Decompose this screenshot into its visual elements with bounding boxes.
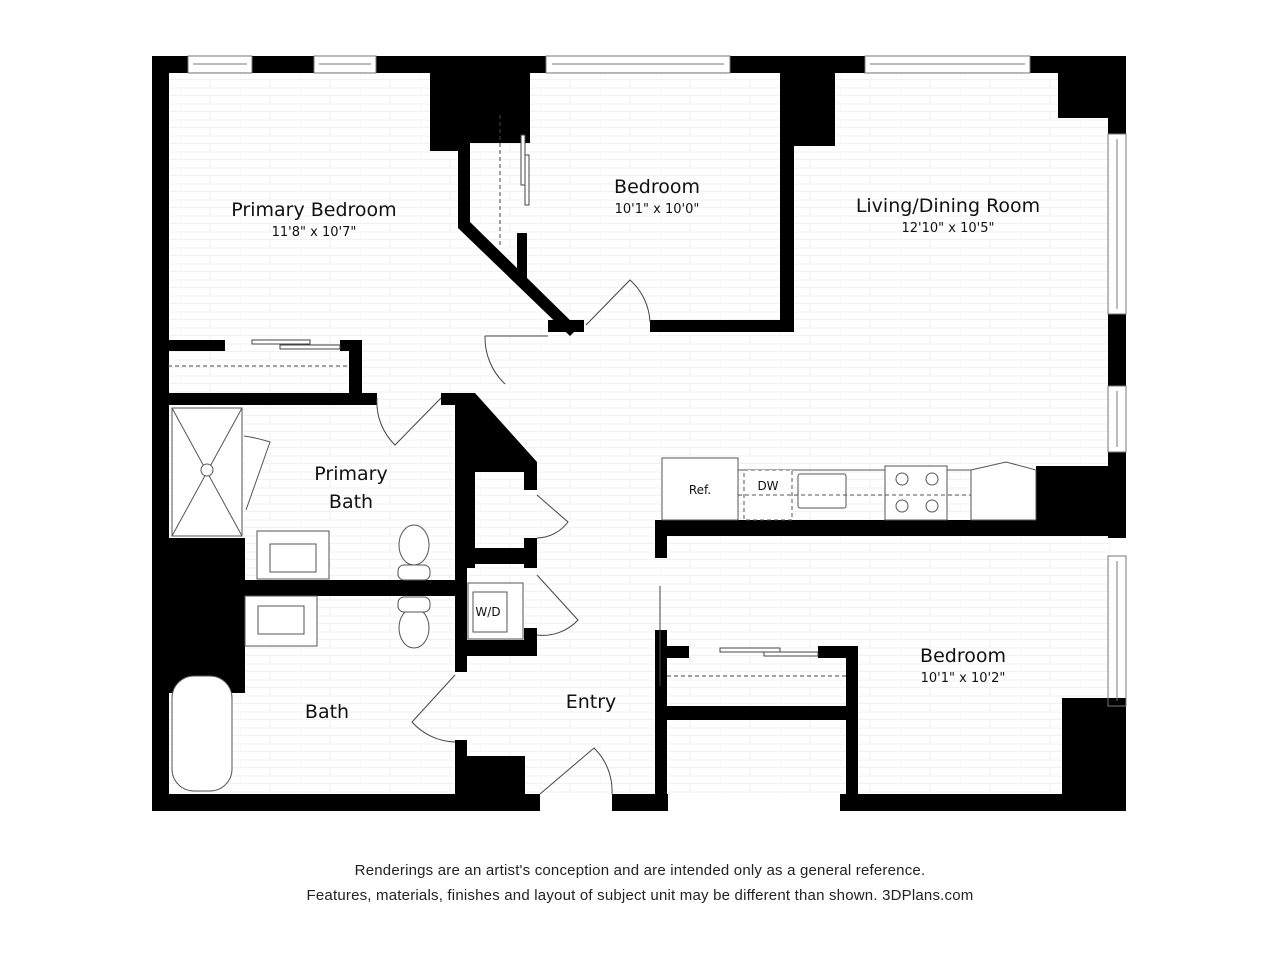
room-name: Bath bbox=[304, 701, 350, 723]
washer-dryer-label: W/D bbox=[475, 605, 501, 619]
room-name: Primary Bedroom bbox=[231, 199, 397, 221]
disclaimer-line2: Features, materials, finishes and layout… bbox=[306, 887, 974, 904]
kitchen bbox=[661, 457, 1037, 521]
bath-fixtures bbox=[171, 407, 524, 792]
room-bath: Bath bbox=[305, 700, 349, 724]
disclaimer-line1: Renderings are an artist's conception an… bbox=[354, 862, 926, 879]
room-primary-bedroom: Primary Bedroom 11'8" x 10'7" bbox=[231, 198, 396, 242]
room-dimensions: 12'10" x 10'5" bbox=[901, 221, 995, 236]
room-entry: Entry bbox=[566, 690, 617, 714]
room-name-line1: Primary bbox=[314, 463, 388, 485]
room-name: Bedroom bbox=[920, 645, 1006, 667]
refrigerator-label: Ref. bbox=[688, 483, 712, 497]
room-living-dining: Living/Dining Room 12'10" x 10'5" bbox=[856, 194, 1040, 238]
sliding-closet-doors bbox=[168, 115, 846, 677]
room-name: Living/Dining Room bbox=[855, 195, 1041, 217]
walls bbox=[152, 56, 1126, 811]
room-dimensions: 11'8" x 10'7" bbox=[271, 225, 357, 240]
room-primary-bath: Primary Bath bbox=[314, 462, 387, 514]
windows bbox=[187, 55, 1127, 707]
dishwasher-label: DW bbox=[757, 479, 779, 493]
room-dimensions: 10'1" x 10'2" bbox=[920, 671, 1006, 686]
room-name: Entry bbox=[565, 691, 617, 713]
room-bedroom-bottom: Bedroom 10'1" x 10'2" bbox=[920, 644, 1006, 688]
room-bedroom-top: Bedroom 10'1" x 10'0" bbox=[614, 175, 700, 219]
room-name-line2: Bath bbox=[328, 491, 374, 513]
doors bbox=[376, 279, 661, 795]
room-name: Bedroom bbox=[614, 176, 700, 198]
room-dimensions: 10'1" x 10'0" bbox=[614, 202, 700, 217]
